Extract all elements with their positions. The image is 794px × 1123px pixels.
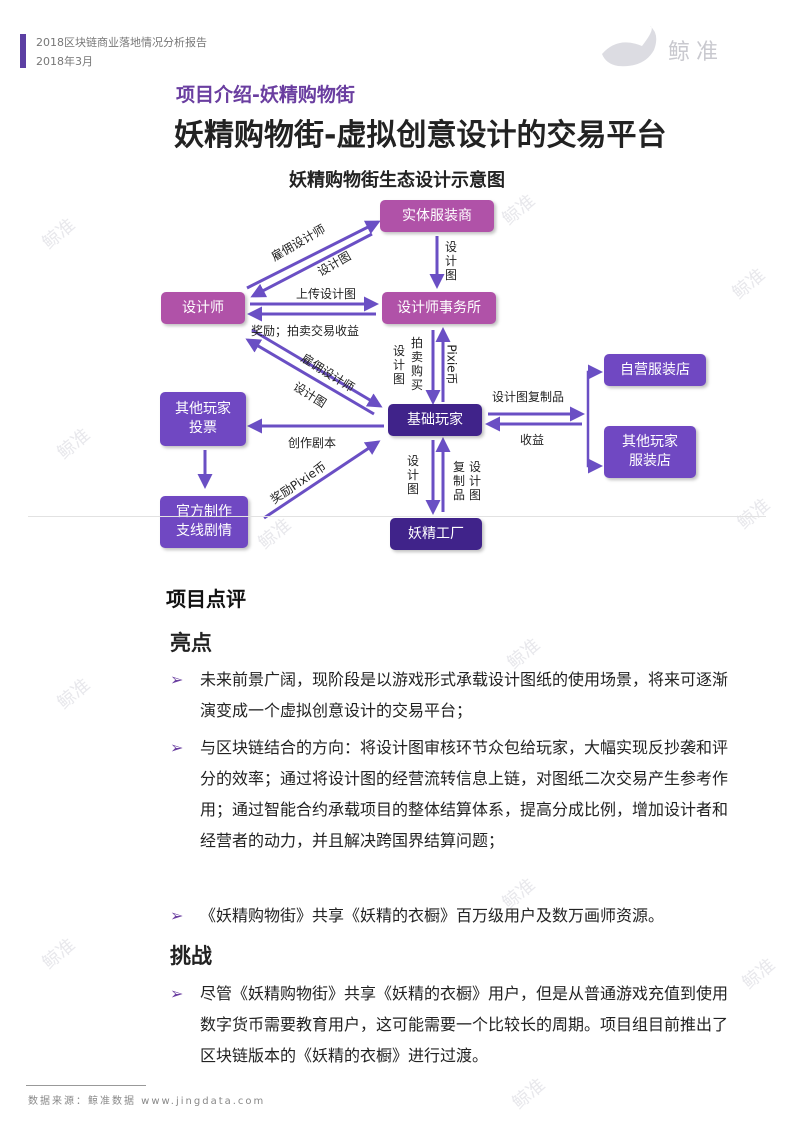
- report-title: 2018区块链商业落地情况分析报告: [36, 36, 207, 49]
- label-reward-auction: 奖励；拍卖交易收益: [251, 324, 360, 338]
- node-other-players-vote-line1: 其他玩家: [175, 401, 231, 417]
- node-own-store: 自营服装店: [604, 354, 706, 386]
- highlight-item-2: 与区块链结合的方向：将设计图审核环节众包给玩家，大幅实现反抄袭和评分的效率；通过…: [200, 738, 729, 850]
- highlight-item-1: 未来前景广阔，现阶段是以游戏形式承载设计图纸的使用场景，将来可逐渐演变成一个虚拟…: [200, 670, 729, 720]
- label-design-drawing-3: 设计图: [392, 344, 405, 386]
- label-pixie-coin: Pixie币: [444, 344, 459, 385]
- node-other-store-line2: 服装店: [629, 453, 671, 469]
- footer-rule: [26, 1085, 146, 1086]
- arrow-designer-to-player: [251, 328, 383, 408]
- bullet-icon: ➢: [170, 670, 184, 689]
- watermark: 鲸准: [38, 934, 80, 974]
- footer-source: 数据来源：鲸准数据 www.jingdata.com: [28, 1096, 266, 1107]
- label-auction-buy: 拍卖购买: [410, 336, 423, 392]
- report-date: 2018年3月: [36, 55, 93, 68]
- node-official-story: 官方制作 支线剧情: [160, 496, 248, 548]
- arrow-reward-pixie: [263, 440, 381, 520]
- label-upload-design: 上传设计图: [296, 287, 357, 301]
- node-physical-store: 实体服装商: [380, 200, 494, 232]
- node-official-story-line1: 官方制作: [176, 504, 232, 520]
- watermark: 鲸准: [738, 954, 780, 994]
- whale-logo-icon: [602, 26, 657, 67]
- label-design-drawing-2: 设计图: [444, 240, 457, 282]
- label-create-script: 创作剧本: [288, 436, 337, 450]
- label-design-copy: 设计图复制品: [492, 390, 565, 404]
- logo-text: 鲸准: [668, 40, 725, 65]
- node-other-store-line1: 其他玩家: [622, 434, 678, 450]
- label-design-drawing-6: 设计图: [468, 460, 481, 502]
- node-official-story-line2: 支线剧情: [176, 523, 232, 539]
- label-revenue: 收益: [520, 433, 545, 447]
- node-other-players-vote: 其他玩家 投票: [160, 392, 246, 446]
- section-divider: [28, 516, 766, 517]
- header-accent-bar: [20, 34, 26, 68]
- label-copy: 复制品: [452, 460, 465, 502]
- page-title: 妖精购物街-虚拟创意设计的交易平台: [174, 118, 667, 153]
- bullet-icon: ➢: [170, 738, 184, 757]
- highlights-heading: 亮点: [170, 631, 212, 655]
- challenge-item-1: 尽管《妖精购物街》共享《妖精的衣橱》用户，但是从普通游戏充值到使用数字货币需要教…: [200, 984, 729, 1065]
- bullet-icon: ➢: [170, 906, 184, 925]
- node-fairy-factory: 妖精工厂: [390, 518, 482, 550]
- label-design-drawing-5: 设计图: [406, 454, 419, 496]
- node-base-player: 基础玩家: [388, 404, 482, 436]
- watermark: 鲸准: [508, 1074, 550, 1114]
- node-design-firm: 设计师事务所: [382, 292, 496, 324]
- ecosystem-diagram: [197, 220, 603, 520]
- arrow-hire-designer: [246, 220, 381, 290]
- stores-bracket: [586, 370, 600, 468]
- watermark: 鲸准: [53, 674, 95, 714]
- node-other-store: 其他玩家 服装店: [604, 426, 696, 478]
- highlight-item-3: 《妖精购物街》共享《妖精的衣橱》百万级用户及数万画师资源。: [200, 906, 665, 925]
- diagram-title: 妖精购物街生态设计示意图: [289, 170, 505, 191]
- arrow-design-to-designer: [250, 232, 373, 298]
- node-designer: 设计师: [161, 292, 245, 324]
- bullet-icon: ➢: [170, 984, 184, 1003]
- section-label: 项目介绍-妖精购物街: [176, 84, 355, 106]
- arrow-player-to-designer: [245, 338, 375, 416]
- node-other-players-vote-line2: 投票: [189, 420, 217, 436]
- challenges-heading: 挑战: [170, 944, 212, 968]
- review-heading: 项目点评: [166, 587, 246, 611]
